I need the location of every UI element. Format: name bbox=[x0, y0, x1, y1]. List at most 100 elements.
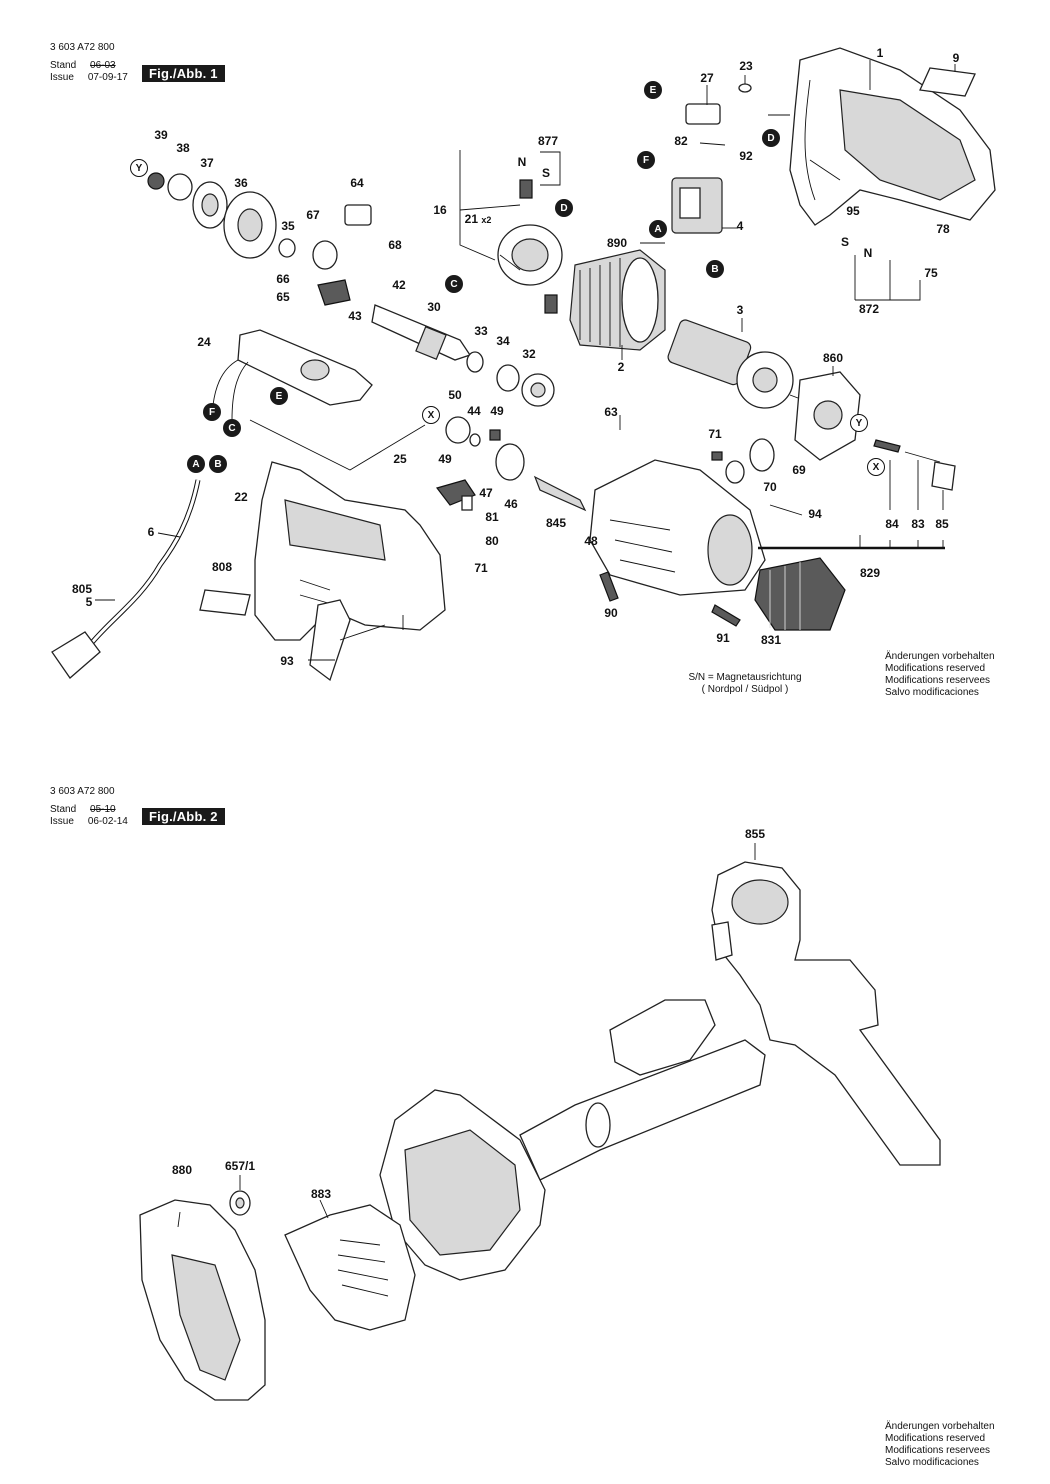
switch-cover bbox=[212, 329, 373, 421]
part-label: 831 bbox=[760, 633, 782, 647]
connector-marker-d: D bbox=[762, 129, 780, 147]
part-label: 5 bbox=[85, 595, 93, 609]
part-label: 6 bbox=[147, 525, 155, 539]
connector-marker-f: F bbox=[637, 151, 655, 169]
part-label: 25 bbox=[393, 452, 407, 466]
part-label: 34 bbox=[496, 334, 510, 348]
fig1-stand-value: 06-03 bbox=[90, 60, 116, 71]
part-label: 47 bbox=[479, 486, 493, 500]
connector-marker-c: C bbox=[445, 275, 463, 293]
note-line: Modifications reservees bbox=[885, 675, 991, 686]
part-label: 880 bbox=[171, 1163, 193, 1177]
part-label: 877 bbox=[537, 134, 559, 148]
part-label: 805 bbox=[71, 582, 93, 596]
fig2-label: Fig./Abb. 2 bbox=[142, 808, 225, 825]
handle-housing bbox=[254, 461, 446, 682]
fig1-doc-number: 3 603 A72 800 bbox=[50, 42, 115, 53]
armature bbox=[667, 319, 831, 411]
power-cable bbox=[51, 479, 201, 679]
part-label: 21 x2 bbox=[464, 212, 492, 226]
brush-holder bbox=[497, 179, 563, 314]
leader-lines-fig1 bbox=[95, 60, 956, 661]
connector-marker-a: A bbox=[649, 220, 667, 238]
part-label: 36 bbox=[234, 176, 248, 190]
part-label: 3 bbox=[736, 303, 744, 317]
part-label: 883 bbox=[310, 1187, 332, 1201]
part-label: 49 bbox=[438, 452, 452, 466]
connector-marker-y: Y bbox=[850, 414, 868, 432]
part-label: S bbox=[840, 235, 850, 249]
gear-stack bbox=[147, 172, 277, 259]
gear-housing bbox=[794, 371, 861, 461]
part-label: 39 bbox=[154, 128, 168, 142]
spindle bbox=[371, 304, 472, 361]
housing-half-top bbox=[789, 47, 996, 226]
part-label: 845 bbox=[545, 516, 567, 530]
part-label: 23 bbox=[739, 59, 753, 73]
connector-marker-c: C bbox=[223, 419, 241, 437]
sn-note-line: S/N = Magnetausrichtung bbox=[688, 672, 802, 683]
part-label: 81 bbox=[485, 510, 499, 524]
label-plate bbox=[919, 67, 976, 97]
part-label: 71 bbox=[708, 427, 722, 441]
part-label: 92 bbox=[739, 149, 753, 163]
part-label: 46 bbox=[504, 497, 518, 511]
extraction-tube bbox=[519, 999, 766, 1181]
cover-plate bbox=[139, 1199, 266, 1401]
part-label: 70 bbox=[763, 480, 777, 494]
note-line: Modifications reservees bbox=[885, 1445, 991, 1456]
part-label: 95 bbox=[846, 204, 860, 218]
part-label: 2 bbox=[617, 360, 625, 374]
fig2-stand-issue: Stand 05-10 Issue 06-02-14 bbox=[50, 804, 170, 834]
part-label: 75 bbox=[924, 266, 938, 280]
part-label: 855 bbox=[744, 827, 766, 841]
part-label: 82 bbox=[674, 134, 688, 148]
part-label: 78 bbox=[936, 222, 950, 236]
fig1-label: Fig./Abb. 1 bbox=[142, 65, 225, 82]
auxiliary-handle bbox=[711, 861, 941, 1166]
part-label: 80 bbox=[485, 534, 499, 548]
part-label: N bbox=[517, 155, 527, 169]
part-label: 67 bbox=[306, 208, 320, 222]
part-label: 1 bbox=[876, 46, 884, 60]
part-label: 33 bbox=[474, 324, 488, 338]
part-label: 9 bbox=[952, 51, 960, 65]
fig2-doc-number: 3 603 A72 800 bbox=[50, 786, 115, 797]
part-label: 83 bbox=[911, 517, 925, 531]
connector-marker-e: E bbox=[644, 81, 662, 99]
fig2-stand-value: 05-10 bbox=[90, 804, 116, 815]
connector-marker-y: Y bbox=[130, 159, 148, 177]
connector-marker-x: X bbox=[422, 406, 440, 424]
type-plate bbox=[199, 589, 251, 616]
front-housing bbox=[589, 459, 766, 596]
part-label: 890 bbox=[606, 236, 628, 250]
part-label: 32 bbox=[522, 347, 536, 361]
part-label: 64 bbox=[350, 176, 364, 190]
magnet-orientation-note: S/N = Magnetausrichtung ( Nordpol / Südp… bbox=[675, 672, 815, 696]
part-label: 66 bbox=[276, 272, 290, 286]
part-label: 35 bbox=[281, 219, 295, 233]
sn-note-line: ( Nordpol / Südpol ) bbox=[701, 684, 789, 695]
part-label: 24 bbox=[197, 335, 211, 349]
part-label: 43 bbox=[348, 309, 362, 323]
part-label: 49 bbox=[490, 404, 504, 418]
connector-marker-b: B bbox=[209, 455, 227, 473]
fig2-issue-value: 06-02-14 bbox=[87, 816, 128, 827]
fig1-stand-issue: Stand 06-03 Issue 07-09-17 bbox=[50, 60, 170, 90]
part-label: 69 bbox=[792, 463, 806, 477]
connector-marker-a: A bbox=[187, 455, 205, 473]
connector-marker-f: F bbox=[203, 403, 221, 421]
switch-assembly bbox=[671, 177, 723, 234]
connector-marker-d: D bbox=[555, 199, 573, 217]
note-line: Änderungen vorbehalten bbox=[885, 1421, 995, 1432]
part-label: 872 bbox=[858, 302, 880, 316]
note-line: Salvo modificaciones bbox=[885, 687, 979, 698]
part-label: 48 bbox=[584, 534, 598, 548]
note-line: Änderungen vorbehalten bbox=[885, 651, 995, 662]
fig1-issue-label: Issue bbox=[50, 72, 74, 83]
part-label: 90 bbox=[604, 606, 618, 620]
stator bbox=[569, 249, 666, 351]
part-label: 94 bbox=[808, 507, 822, 521]
note-line: Modifications reserved bbox=[885, 1433, 986, 1444]
part-label: 85 bbox=[935, 517, 949, 531]
